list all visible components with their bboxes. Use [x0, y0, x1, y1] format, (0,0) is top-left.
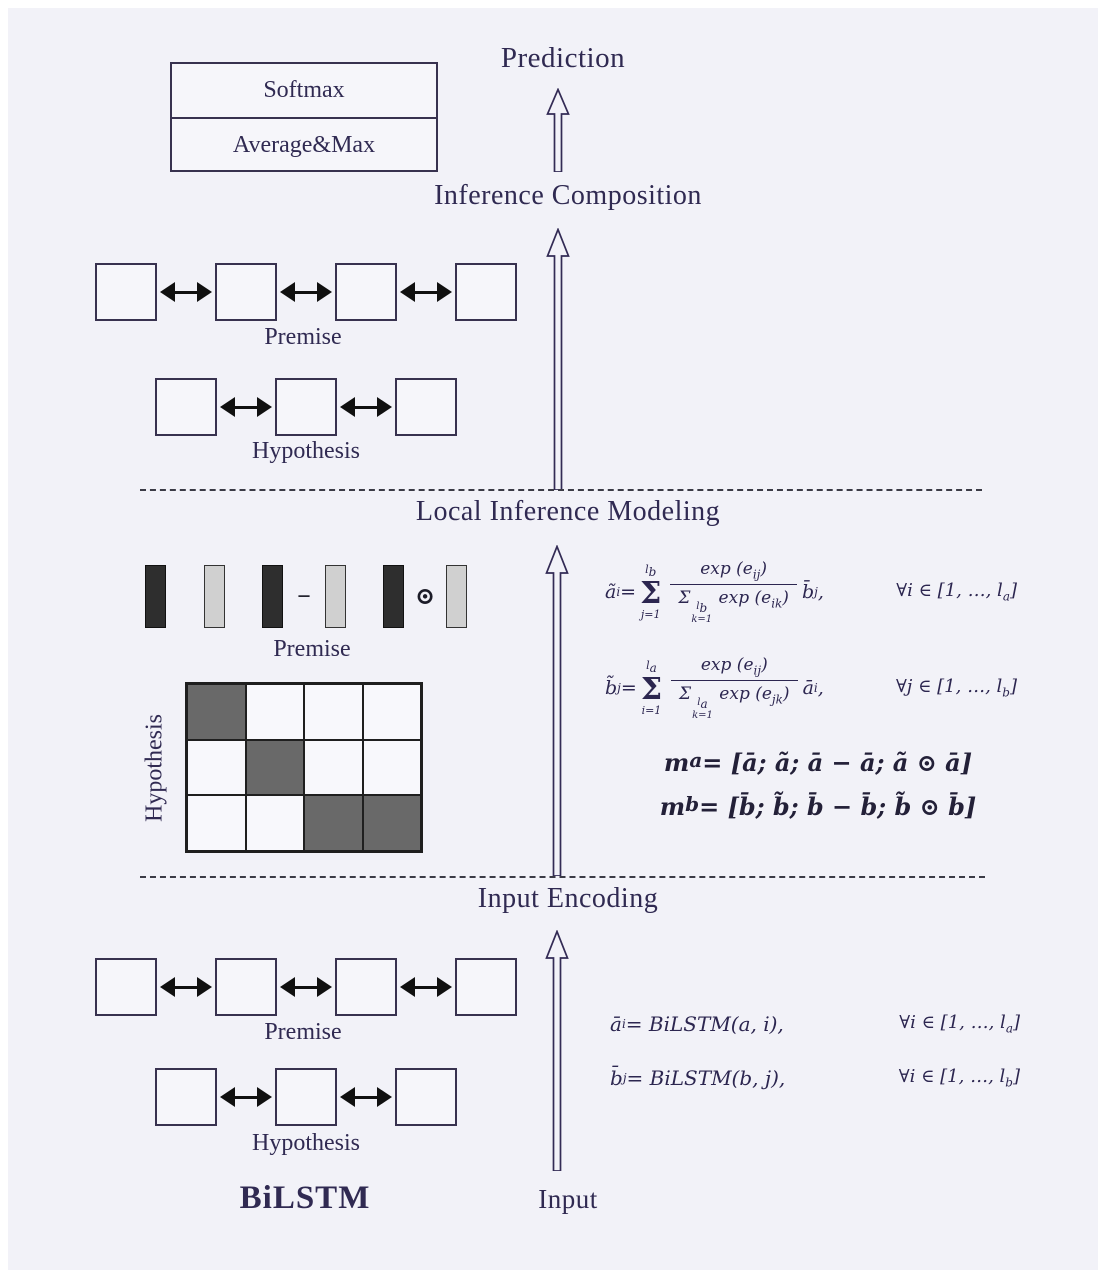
- matrix-cell: [187, 795, 246, 851]
- hypothesis-chain-composition: [155, 378, 457, 436]
- bidirectional-arrow-icon: [337, 378, 395, 436]
- section-title-local-inference: Local Inference Modeling: [415, 496, 721, 527]
- premise-label-encoding: Premise: [264, 1019, 342, 1045]
- matrix-cell: [187, 739, 246, 796]
- up-arrow-local-inference: [545, 545, 569, 876]
- matrix-cell: [362, 684, 421, 740]
- classifier-box: Softmax Average&Max: [170, 62, 438, 172]
- lstm-unit-box: [95, 958, 157, 1016]
- bidirectional-arrow-icon: [397, 958, 455, 1016]
- matrix-cell-shaded: [187, 684, 246, 740]
- bidirectional-arrow-icon: [217, 1068, 275, 1126]
- formula-attention-a-quantifier: ∀i ∈ [1, …, la]: [896, 580, 1017, 604]
- hypothesis-label-composition: Hypothesis: [252, 438, 360, 464]
- up-arrow-to-prediction: [546, 88, 570, 172]
- light-vector-bar: [204, 565, 225, 628]
- input-label: Input: [538, 1184, 598, 1214]
- lstm-unit-box: [455, 958, 517, 1016]
- bidirectional-arrow-icon: [277, 958, 335, 1016]
- hypothesis-chain-encoding: [155, 1068, 457, 1126]
- up-arrow-input-encoding: [545, 930, 569, 1171]
- attention-matrix: [185, 682, 423, 853]
- section-title-input-encoding: Input Encoding: [477, 883, 659, 914]
- lstm-unit-box: [395, 378, 457, 436]
- average-max-box: Average&Max: [172, 119, 436, 172]
- lstm-unit-box: [215, 958, 277, 1016]
- bar-comparison-group: [145, 565, 225, 628]
- up-arrow-inference-composition: [546, 228, 570, 490]
- section-title-inference-composition: Inference Composition: [434, 180, 702, 211]
- matrix-cell-shaded: [362, 795, 421, 851]
- lstm-unit-box: [395, 1068, 457, 1126]
- prediction-label: Prediction: [500, 42, 626, 74]
- lstm-unit-box: [335, 263, 397, 321]
- bidirectional-arrow-icon: [217, 378, 275, 436]
- premise-chain-encoding: [95, 958, 517, 1016]
- hypothesis-label-encoding: Hypothesis: [252, 1130, 360, 1156]
- softmax-box: Softmax: [172, 64, 436, 119]
- lstm-unit-box: [275, 378, 337, 436]
- matrix-cell: [304, 684, 363, 740]
- matrix-cell: [245, 795, 304, 851]
- matrix-cell: [362, 739, 421, 796]
- softmax-label: Softmax: [263, 77, 345, 103]
- dark-vector-bar: [262, 565, 283, 628]
- light-vector-bar: [325, 565, 346, 628]
- hypothesis-label-matrix: Hypothesis: [141, 714, 168, 822]
- diagram-canvas: Softmax Average&Max Prediction Inference…: [8, 8, 1098, 1270]
- formula-attention-b-quantifier: ∀j ∈ [1, …, lb]: [895, 676, 1017, 700]
- section-divider-upper: [140, 489, 982, 491]
- premise-chain-composition: [95, 263, 517, 321]
- lstm-unit-box: [155, 378, 217, 436]
- lstm-unit-box: [95, 263, 157, 321]
- dark-vector-bar: [145, 565, 166, 628]
- bidirectional-arrow-icon: [337, 1068, 395, 1126]
- formula-encoding-a-quantifier: ∀i ∈ [1, …, la]: [899, 1012, 1020, 1036]
- elementwise-product-operator: ⊙: [415, 583, 436, 610]
- dark-vector-bar: [383, 565, 404, 628]
- premise-label-composition: Premise: [264, 324, 342, 350]
- minus-operator: −: [297, 583, 311, 610]
- matrix-cell-shaded: [304, 795, 363, 851]
- matrix-cell: [304, 739, 363, 796]
- lstm-unit-box: [455, 263, 517, 321]
- bar-comparison-group: ⊙: [383, 565, 467, 628]
- average-max-label: Average&Max: [232, 132, 376, 158]
- lstm-unit-box: [155, 1068, 217, 1126]
- formula-encoding-b-main: b̄j = BiLSTM(b, j),: [610, 1066, 786, 1090]
- matrix-cell: [245, 684, 304, 740]
- formula-encoding-b: b̄j = BiLSTM(b, j), ∀i ∈ [1, …, lb]: [610, 1066, 1020, 1090]
- lstm-unit-box: [335, 958, 397, 1016]
- bidirectional-arrow-icon: [397, 263, 455, 321]
- comparison-bars: −⊙: [145, 565, 467, 628]
- bar-comparison-group: −: [262, 565, 346, 628]
- lstm-unit-box: [275, 1068, 337, 1126]
- bidirectional-arrow-icon: [157, 263, 215, 321]
- premise-label-matrix: Premise: [273, 636, 351, 662]
- bilstm-label: BiLSTM: [239, 1180, 371, 1216]
- section-divider-lower: [140, 876, 985, 878]
- bidirectional-arrow-icon: [277, 263, 335, 321]
- formula-encoding-b-quantifier: ∀i ∈ [1, …, lb]: [898, 1066, 1020, 1090]
- lstm-unit-box: [215, 263, 277, 321]
- bidirectional-arrow-icon: [157, 958, 215, 1016]
- light-vector-bar: [446, 565, 467, 628]
- matrix-cell-shaded: [245, 739, 304, 796]
